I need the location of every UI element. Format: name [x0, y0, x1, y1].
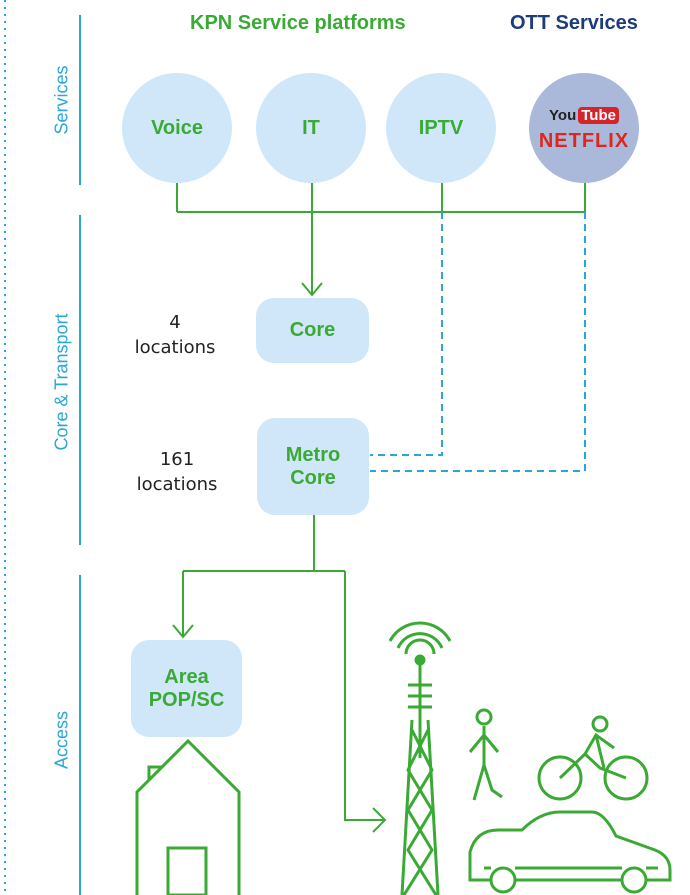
dashed-ott-paths	[370, 212, 586, 472]
metro-core-label-1: Metro	[285, 443, 341, 466]
cyclist-icon	[537, 715, 649, 801]
area-pop-node: Area POP/SC	[131, 640, 242, 737]
service-iptv-label: IPTV	[418, 116, 464, 139]
core-node-label: Core	[289, 319, 336, 341]
access-links	[172, 515, 387, 833]
pedestrian-icon	[468, 708, 503, 801]
core-locations: 4 locations	[134, 312, 216, 359]
service-it: IT	[256, 73, 366, 183]
lane-label-access: Access	[51, 710, 72, 770]
car-icon	[468, 810, 672, 894]
service-iptv: IPTV	[386, 73, 496, 183]
house-icon	[135, 738, 241, 895]
metro-locations: 161 locations	[136, 449, 218, 496]
metro-core-label-2: Core	[290, 466, 336, 489]
lane-label-core-transport: Core & Transport	[51, 313, 72, 451]
services-bus	[176, 183, 586, 297]
area-pop-label-1: Area	[164, 665, 209, 688]
service-voice-label: Voice	[151, 116, 203, 139]
service-voice: Voice	[122, 73, 232, 183]
core-node: Core	[256, 298, 369, 363]
service-it-label: IT	[302, 116, 320, 139]
antenna-tower-icon	[388, 621, 452, 895]
ott-services-header: OTT Services	[510, 12, 638, 34]
kpn-platforms-header: KPN Service platforms	[190, 12, 406, 34]
netflix-logo: NETFLIX	[538, 130, 630, 152]
metro-core-node: Metro Core	[257, 418, 369, 515]
lane-label-services: Services	[51, 65, 72, 135]
area-pop-label-2: POP/SC	[148, 688, 225, 711]
